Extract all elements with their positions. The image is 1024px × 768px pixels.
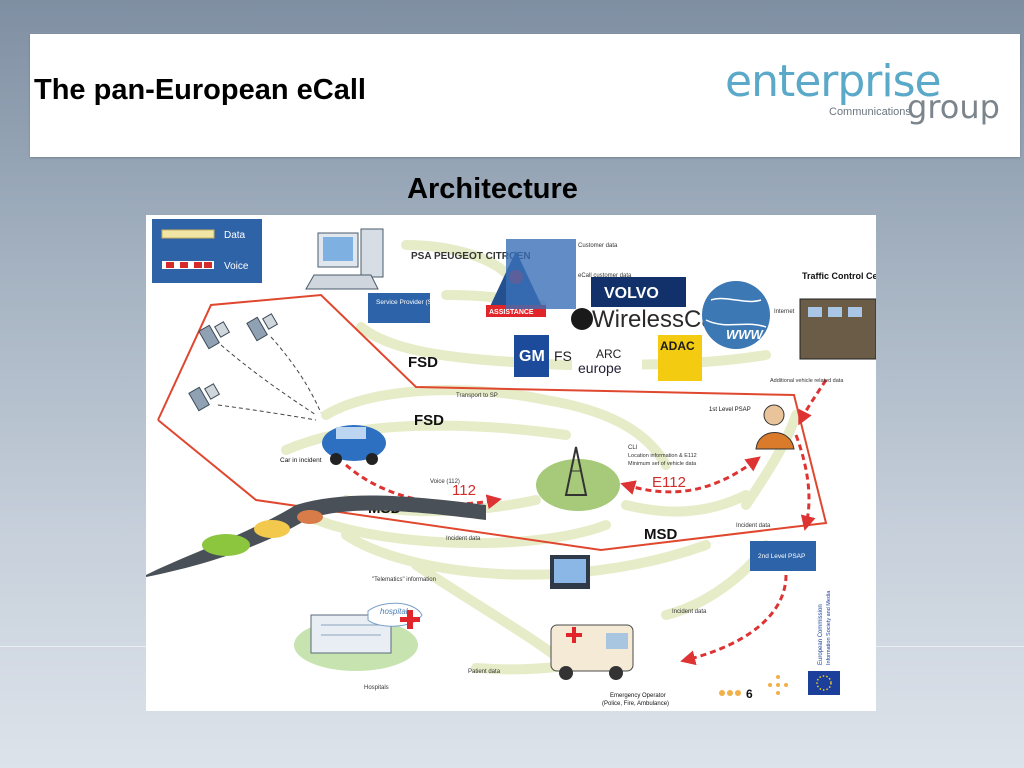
volvo-logo (591, 277, 686, 307)
traffic-control-label: Traffic Control Centre (802, 271, 876, 281)
globe-icon: WWW (702, 281, 770, 349)
adac-label: ADAC (660, 339, 695, 353)
car-green-icon (202, 534, 250, 556)
psa-label: PSA PEUGEOT CITROEN (411, 251, 531, 262)
ec-line2-label: Information Society and Media (826, 590, 832, 665)
second-level-psap-label: 2nd Level PSAP (758, 553, 805, 560)
hospitals-label: Hospitals (364, 685, 389, 691)
gm-logo (514, 335, 549, 377)
service-provider-label: Service Provider (SP) (376, 299, 439, 306)
arc-top-label: ARC (596, 347, 622, 361)
ecall-architecture-diagram: Data Voice (146, 215, 876, 711)
ambulance-icon (550, 624, 634, 680)
operator-icon (755, 404, 795, 450)
voice-112-label: Voice (112) (430, 479, 460, 485)
car-in-incident-label: Car in incident (280, 457, 322, 464)
page-number: 6 (746, 687, 753, 701)
eu-flag-icon (808, 671, 840, 695)
wirelesscar-label: WirelessCar (592, 306, 723, 333)
wirelesscar-icon (571, 308, 593, 330)
incident-data-label-2: Incident data (672, 609, 707, 615)
legend: Data Voice (152, 219, 262, 283)
transport-sp-label: Transport to SP (456, 393, 498, 399)
header-bar: The pan-European eCall enterprise Commun… (30, 34, 1020, 157)
legend-voice-label: Voice (224, 261, 249, 272)
msd-label-2: MSD (644, 526, 678, 543)
fsd-label-1: FSD (408, 354, 438, 371)
emergency-operator-label-2: (Police, Fire, Ambulance) (602, 701, 669, 707)
arc-europe-logo: ARC europe (572, 337, 642, 381)
ecall-customer-data-label: eCall customer data (578, 273, 632, 279)
logo-group-text: group (907, 88, 1000, 126)
svg-text:WWW: WWW (726, 327, 765, 342)
car-in-incident-icon (322, 425, 386, 465)
car-orange-icon (297, 510, 323, 524)
slide-title: The pan-European eCall (34, 74, 366, 106)
num-112-label: 112 (452, 482, 476, 499)
svg-text:FS: FS (554, 348, 572, 364)
hospital-icon: hospital (294, 602, 423, 671)
cli-label: CLI (628, 445, 638, 451)
computer-icon (305, 228, 384, 290)
voice-flow-arrows (345, 379, 828, 666)
assistance-label: ASSISTANCE (489, 309, 534, 316)
legend-data-label: Data (224, 230, 246, 241)
location-info-label-2: Minimum set of vehicle data (628, 461, 697, 467)
first-level-psap-label: 1st Level PSAP (709, 407, 751, 413)
emergency-operator-label-1: Emergency Operator (610, 693, 666, 699)
incident-data-label-3: Incident data (446, 536, 481, 542)
gm-label: GM (519, 348, 545, 365)
hospital-label: hospital (380, 607, 408, 616)
data-center-graphic (506, 239, 576, 309)
patient-data-label: Patient data (468, 669, 501, 675)
fsd-label-2: FSD (414, 412, 444, 429)
incident-boundary (157, 293, 828, 552)
enterprise-group-logo: enterprise Communications group (725, 56, 1000, 132)
volvo-label: VOLVO (604, 285, 659, 302)
arc-bottom-label: europe (578, 360, 622, 376)
e112-label: E112 (652, 474, 686, 491)
cell-tower-icon (564, 446, 588, 496)
satellite-icons (188, 313, 322, 421)
cell-tower-island (536, 459, 620, 511)
dotted-plus-icon (768, 675, 788, 695)
second-level-psap-box (750, 541, 816, 571)
customer-data-label: Customer data (578, 243, 618, 249)
car-yellow-icon (254, 520, 290, 538)
slide-subtitle: Architecture (407, 173, 578, 205)
logo-sub-text: Communications (829, 106, 911, 118)
adac-logo (658, 335, 702, 381)
detailed-info-label: "Telematics" information (372, 577, 436, 583)
incident-data-label-1: Incident data (736, 523, 771, 529)
logo-main-text: enterprise (725, 56, 942, 107)
service-provider-box (368, 293, 430, 323)
ec-line1-label: European Commission (818, 604, 824, 665)
internet-label: Internet (774, 309, 795, 315)
additional-info-label: Additional vehicle related data (770, 378, 844, 384)
location-info-label-1: Location information & E112 (628, 453, 697, 459)
